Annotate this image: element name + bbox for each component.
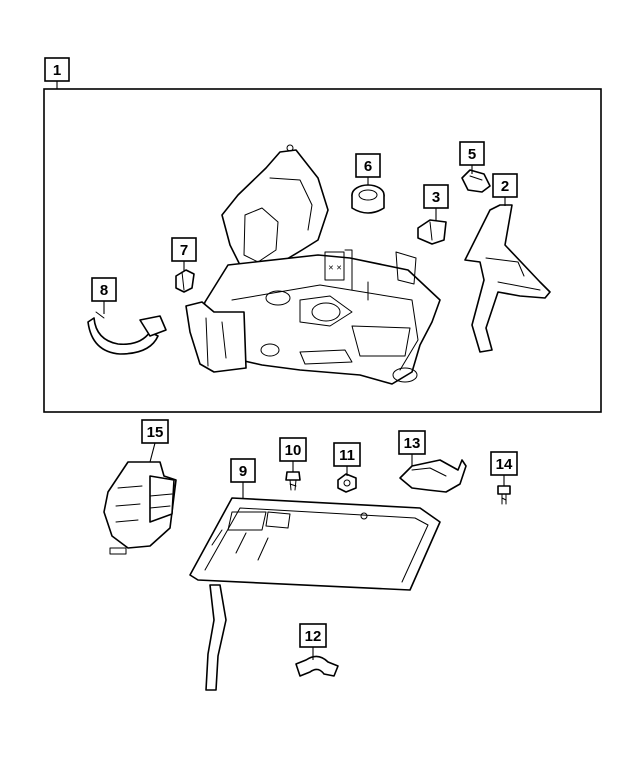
battery-tray-part: ✕ ✕ [185, 144, 441, 385]
clamp-part-12 [295, 655, 339, 677]
callout-6: 6 [355, 153, 381, 178]
svg-text:7: 7 [180, 242, 188, 259]
svg-text:2: 2 [501, 178, 509, 195]
callout-12: 12 [299, 623, 327, 648]
bracket-part-15 [103, 461, 177, 555]
leader-lines [56, 81, 506, 660]
callout-2: 2 [492, 173, 518, 198]
svg-text:6: 6 [364, 158, 372, 175]
svg-text:12: 12 [305, 628, 322, 645]
svg-text:14: 14 [496, 456, 513, 473]
bolt-part-14 [497, 485, 511, 505]
clip-part-3 [417, 219, 447, 245]
clamp-part-8 [87, 311, 167, 355]
svg-text:8: 8 [100, 282, 108, 299]
callout-9: 9 [230, 458, 256, 483]
svg-text:11: 11 [339, 447, 355, 464]
callout-5: 5 [459, 141, 485, 166]
svg-text:15: 15 [147, 424, 164, 441]
assembly-frame [43, 88, 602, 413]
clip-part-5 [461, 169, 491, 193]
callout-3: 3 [423, 184, 449, 209]
bracket-part-13 [399, 459, 467, 493]
hold-down-strap-part [464, 204, 551, 353]
svg-text:3: 3 [432, 189, 440, 206]
svg-text:9: 9 [239, 463, 247, 480]
callout-10: 10 [279, 437, 307, 462]
svg-text:10: 10 [285, 442, 302, 459]
svg-text:✕ ✕: ✕ ✕ [328, 264, 342, 272]
callout-11: 11 [333, 442, 361, 467]
svg-text:13: 13 [404, 435, 421, 452]
svg-text:1: 1 [53, 62, 61, 79]
nut-part-11 [337, 473, 357, 493]
grommet-part-6 [351, 184, 385, 214]
push-clip-part-7 [175, 269, 195, 293]
callout-15: 15 [141, 419, 169, 444]
callout-14: 14 [490, 451, 518, 476]
callout-7: 7 [171, 237, 197, 262]
svg-text:5: 5 [468, 146, 476, 163]
callout-8: 8 [91, 277, 117, 302]
callout-13: 13 [398, 430, 426, 455]
tray-pan-part-9 [189, 497, 441, 691]
screw-part-10 [285, 471, 301, 491]
callout-1: 1 [44, 57, 70, 82]
